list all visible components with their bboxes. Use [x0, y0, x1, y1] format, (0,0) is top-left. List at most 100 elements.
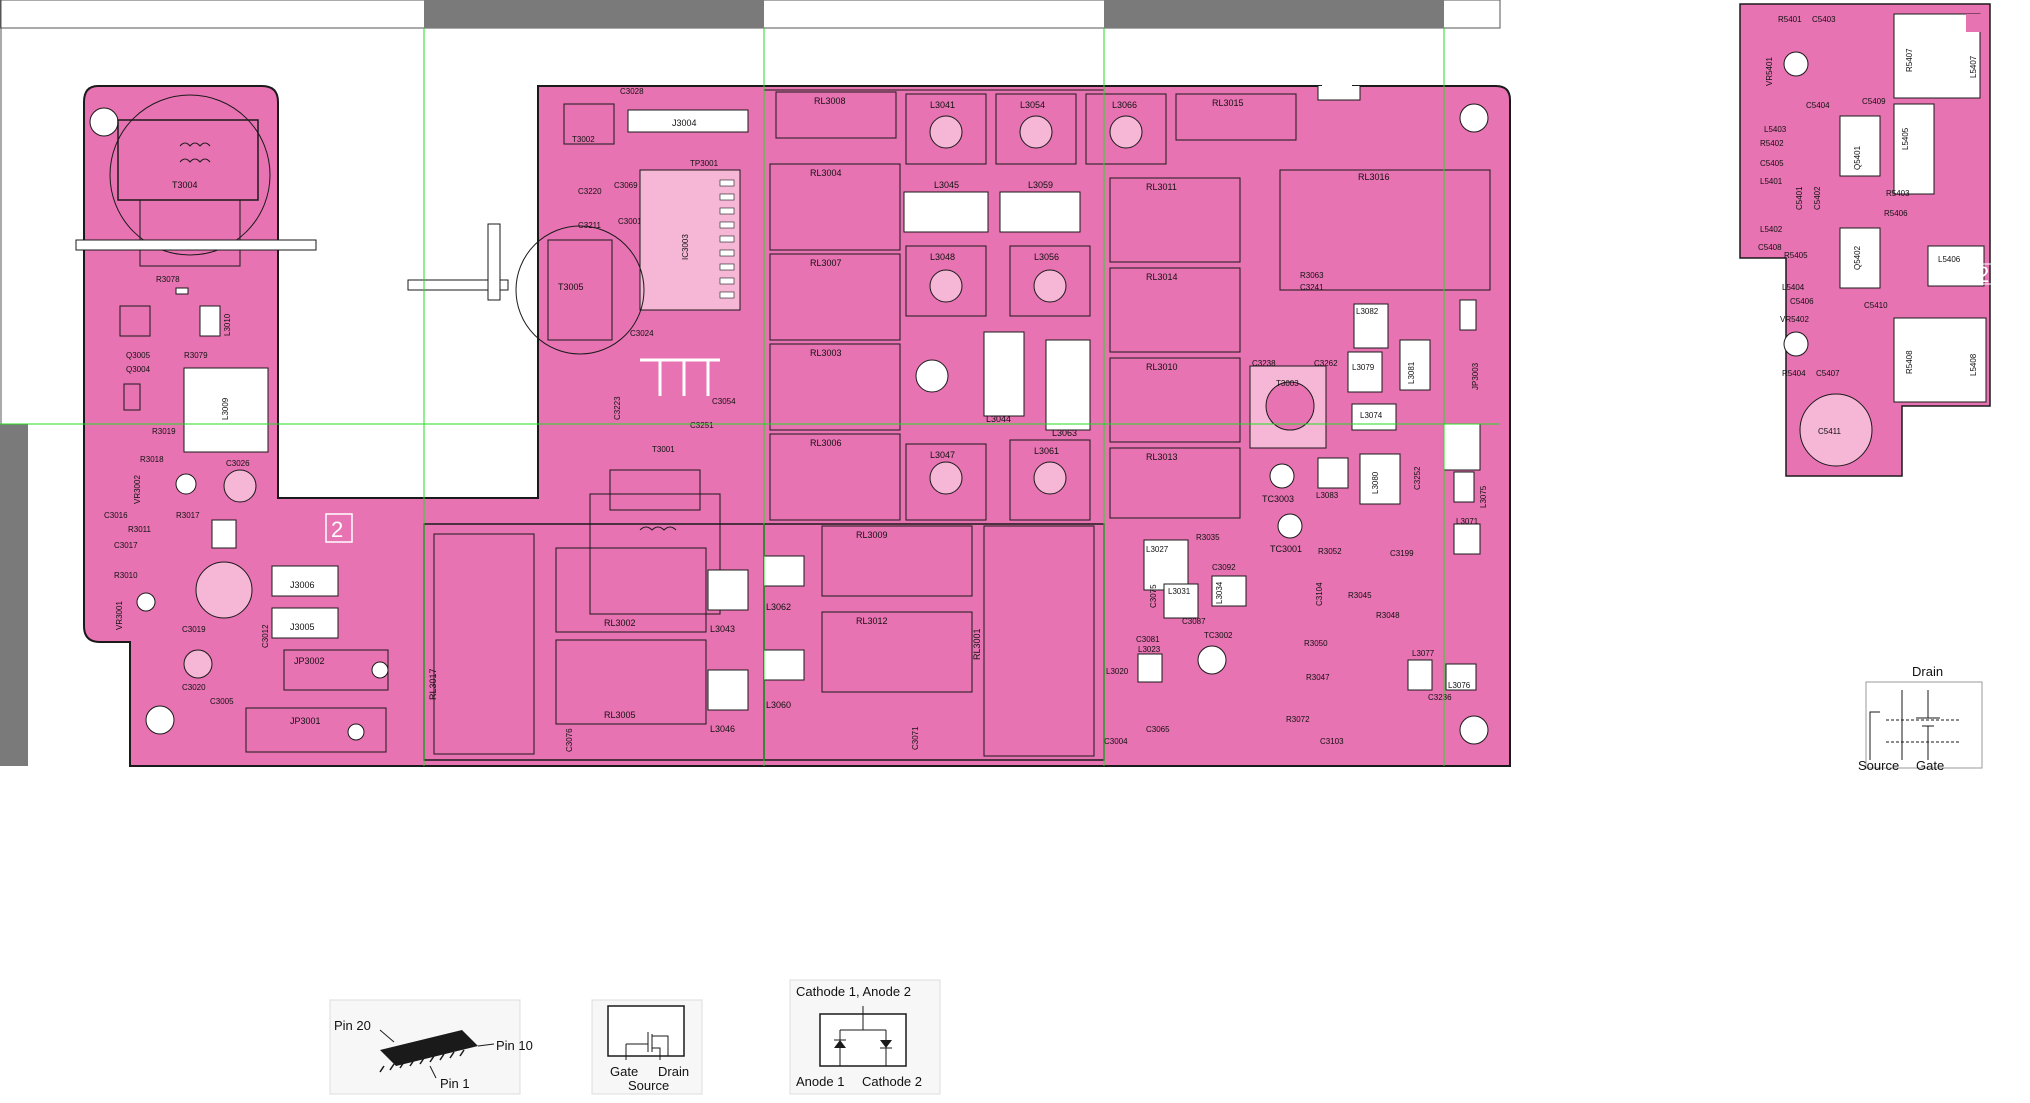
svg-text:T3005: T3005 — [558, 282, 584, 292]
svg-text:C3054: C3054 — [712, 397, 736, 406]
mount-hole — [89, 107, 119, 137]
svg-text:C3065: C3065 — [1146, 725, 1170, 734]
inductor-grid: L3041 L3054 L3066 L3045 L3059 L3048 L305… — [903, 93, 1167, 521]
grid-lines — [0, 28, 1500, 766]
svg-text:C3241: C3241 — [1300, 283, 1324, 292]
svg-text:J3005: J3005 — [290, 622, 315, 632]
sub-board: 2 R5401 C5403 VR5401 C5404 C5409 R5407 L… — [1739, 3, 1993, 477]
upper-mid-components: T3002 C3028 J3004 TP3001 C3220 C3211 C30… — [407, 87, 749, 615]
diode-pinout-legend: Cathode 1, Anode 2 Anode 1 Cathode 2 — [789, 979, 941, 1095]
svg-text:R3019: R3019 — [152, 427, 176, 436]
svg-text:VR5401: VR5401 — [1765, 57, 1774, 86]
svg-text:R5406: R5406 — [1884, 209, 1908, 218]
svg-text:JP3002: JP3002 — [294, 656, 325, 666]
ic-pinout-legend: Pin 20 Pin 10 Pin 1 — [329, 999, 533, 1095]
svg-text:Pin 10: Pin 10 — [496, 1038, 533, 1053]
svg-text:C3238: C3238 — [1252, 359, 1276, 368]
svg-text:C3001: C3001 — [618, 217, 642, 226]
svg-text:L3047: L3047 — [930, 450, 955, 460]
svg-text:C3016: C3016 — [104, 511, 128, 520]
svg-text:C3199: C3199 — [1390, 549, 1414, 558]
sub-board-number: 2 — [1977, 262, 1989, 287]
svg-text:RL3002: RL3002 — [604, 618, 636, 628]
svg-text:RL3015: RL3015 — [1212, 98, 1244, 108]
svg-text:RL3007: RL3007 — [810, 258, 842, 268]
svg-text:Gate: Gate — [610, 1064, 638, 1079]
svg-text:L3044: L3044 — [986, 414, 1011, 424]
svg-text:C3075: C3075 — [1149, 584, 1158, 608]
svg-text:L3034: L3034 — [1215, 581, 1224, 604]
svg-text:C5404: C5404 — [1806, 101, 1830, 110]
svg-text:L3074: L3074 — [1360, 411, 1383, 420]
svg-text:L3077: L3077 — [1412, 649, 1435, 658]
svg-text:RL3009: RL3009 — [856, 530, 888, 540]
svg-text:RL3011: RL3011 — [1146, 182, 1177, 192]
svg-text:L3041: L3041 — [930, 100, 955, 110]
svg-text:L3020: L3020 — [1106, 667, 1129, 676]
svg-text:L5401: L5401 — [1760, 177, 1783, 186]
svg-text:RL3014: RL3014 — [1146, 272, 1178, 282]
svg-text:C3069: C3069 — [614, 181, 638, 190]
relay-column-right: RL3015 RL3011 RL3014 RL3010 RL3013 RL301… — [1109, 93, 1491, 519]
svg-text:T3002: T3002 — [572, 135, 595, 144]
svg-text:L3076: L3076 — [1448, 681, 1471, 690]
svg-text:L3062: L3062 — [766, 602, 791, 612]
svg-text:L3045: L3045 — [934, 180, 959, 190]
svg-text:C3081: C3081 — [1136, 635, 1160, 644]
mount-hole — [145, 705, 175, 735]
svg-text:IC3003: IC3003 — [681, 234, 690, 260]
svg-text:C3028: C3028 — [620, 87, 644, 96]
transistor-pinout-legend: Gate Drain Source — [591, 999, 703, 1095]
svg-text:RL3006: RL3006 — [810, 438, 842, 448]
svg-text:R3018: R3018 — [140, 455, 164, 464]
svg-text:Q3005: Q3005 — [126, 351, 151, 360]
svg-text:R3010: R3010 — [114, 571, 138, 580]
svg-text:L3046: L3046 — [710, 724, 735, 734]
svg-text:Q5402: Q5402 — [1853, 245, 1862, 270]
svg-text:VR3002: VR3002 — [133, 475, 142, 504]
svg-text:L3023: L3023 — [1138, 645, 1161, 654]
svg-text:JP3003: JP3003 — [1471, 362, 1480, 390]
svg-text:R3011: R3011 — [128, 525, 152, 534]
svg-text:C3104: C3104 — [1315, 582, 1324, 606]
svg-text:L3010: L3010 — [223, 313, 232, 336]
relay-lower-center: RL3009 RL3012 L3062 L3060 RL3001 C3071 — [763, 525, 1095, 757]
mount-hole — [1459, 715, 1489, 745]
svg-text:L3082: L3082 — [1356, 307, 1379, 316]
svg-text:L5407: L5407 — [1969, 55, 1978, 78]
svg-text:C3017: C3017 — [114, 541, 138, 550]
svg-text:RL3013: RL3013 — [1146, 452, 1178, 462]
svg-text:L3060: L3060 — [766, 700, 791, 710]
svg-text:C5406: C5406 — [1790, 297, 1814, 306]
svg-text:C3103: C3103 — [1320, 737, 1344, 746]
svg-text:C3087: C3087 — [1182, 617, 1206, 626]
svg-text:RL3012: RL3012 — [856, 616, 888, 626]
svg-text:RL3010: RL3010 — [1146, 362, 1178, 372]
svg-text:Anode 1: Anode 1 — [796, 1074, 844, 1089]
svg-text:Cathode 1, Anode 2: Cathode 1, Anode 2 — [796, 984, 911, 999]
svg-text:TP3001: TP3001 — [690, 159, 719, 168]
svg-text:R3078: R3078 — [156, 275, 180, 284]
svg-text:C5403: C5403 — [1812, 15, 1836, 24]
svg-text:Pin 20: Pin 20 — [334, 1018, 371, 1033]
svg-text:R5407: R5407 — [1905, 48, 1914, 72]
svg-text:RL3001: RL3001 — [972, 628, 982, 660]
svg-text:C3236: C3236 — [1428, 693, 1452, 702]
svg-text:R3048: R3048 — [1376, 611, 1400, 620]
svg-text:L5408: L5408 — [1969, 353, 1978, 376]
svg-text:C3262: C3262 — [1314, 359, 1338, 368]
svg-text:Source: Source — [628, 1078, 669, 1093]
svg-text:L5403: L5403 — [1764, 125, 1787, 134]
svg-text:L3054: L3054 — [1020, 100, 1045, 110]
mount-hole — [1459, 103, 1489, 133]
svg-text:VR3001: VR3001 — [115, 601, 124, 630]
svg-text:L3061: L3061 — [1034, 446, 1059, 456]
svg-text:L3027: L3027 — [1146, 545, 1169, 554]
svg-text:R3017: R3017 — [176, 511, 200, 520]
svg-text:C3004: C3004 — [1104, 737, 1128, 746]
svg-text:Pin 1: Pin 1 — [440, 1076, 470, 1091]
svg-text:C3251: C3251 — [690, 421, 714, 430]
svg-text:C3020: C3020 — [182, 683, 206, 692]
svg-text:T3001: T3001 — [652, 445, 675, 454]
svg-text:C5409: C5409 — [1862, 97, 1886, 106]
